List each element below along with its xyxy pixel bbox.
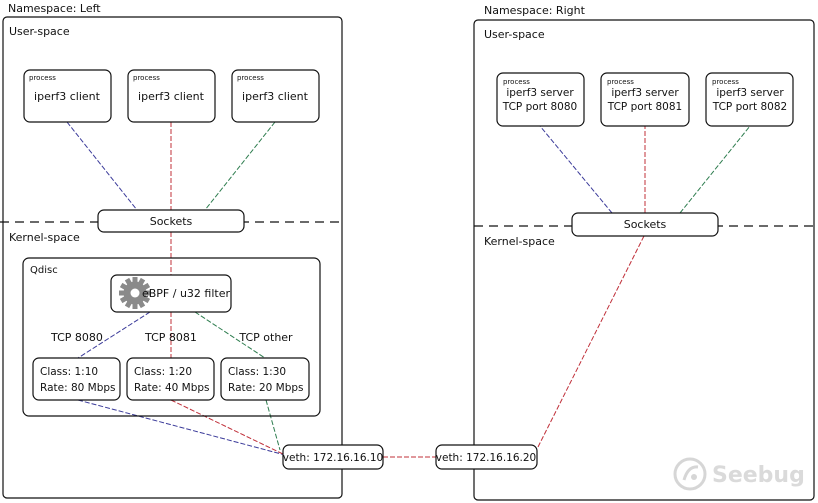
class-box-2-rect bbox=[126, 357, 215, 401]
left-namespace-frame bbox=[2, 16, 343, 499]
process-name: iperf3 server bbox=[506, 87, 574, 99]
left-sockets-box bbox=[97, 209, 245, 233]
match-label-1: TCP 8080 bbox=[50, 331, 103, 344]
flow-line-sockets-server3 bbox=[679, 125, 751, 214]
left-process-2: process iperf3 client bbox=[127, 69, 216, 123]
right-kernel-space-label: Kernel-space bbox=[484, 235, 555, 248]
process-port: TCP port 8082 bbox=[712, 101, 787, 113]
rate-line: Rate: 40 Mbps bbox=[134, 382, 210, 394]
right-sockets-label: Sockets bbox=[624, 218, 667, 231]
rate-line: Rate: 80 Mbps bbox=[40, 382, 116, 394]
flow-line-class2-veth bbox=[170, 399, 286, 456]
match-label-3: TCP other bbox=[238, 331, 293, 344]
left-user-space-label: User-space bbox=[9, 25, 70, 38]
match-label-2: TCP 8081 bbox=[144, 331, 197, 344]
process-tag: process bbox=[503, 78, 530, 86]
process-name: iperf3 client bbox=[34, 90, 101, 103]
class-line: Class: 1:20 bbox=[134, 366, 192, 378]
right-veth-label: veth: 172.16.16.20 bbox=[436, 452, 536, 464]
watermark-text: Seebug bbox=[712, 463, 805, 488]
right-process-1-box bbox=[496, 72, 585, 127]
process-port: TCP port 8081 bbox=[607, 101, 682, 113]
class-box-2: Class: 1:20 Rate: 40 Mbps bbox=[126, 357, 215, 401]
left-namespace-title: Namespace: Left bbox=[8, 2, 101, 15]
process-tag: process bbox=[237, 74, 264, 82]
right-process-3: process iperf3 server TCP port 8082 bbox=[705, 72, 794, 127]
flow-line-client1-sockets bbox=[66, 121, 138, 211]
qdisc-box bbox=[22, 257, 321, 417]
seebug-watermark: Seebug bbox=[673, 457, 805, 491]
right-process-2: process iperf3 server TCP port 8081 bbox=[600, 72, 690, 127]
process-tag: process bbox=[133, 74, 160, 82]
flow-line-sockets-server1 bbox=[539, 125, 613, 214]
left-process-3: process iperf3 client bbox=[231, 69, 320, 123]
right-veth-box bbox=[435, 444, 538, 470]
flow-line-class3-veth bbox=[265, 399, 281, 451]
qdisc-title: Qdisc bbox=[30, 265, 58, 276]
flow-line-client3-sockets bbox=[204, 121, 276, 211]
flow-line-filter-class1 bbox=[77, 311, 151, 359]
flow-line-veth-right-sockets bbox=[537, 235, 645, 448]
process-name: iperf3 client bbox=[138, 90, 205, 103]
gear-icon bbox=[119, 277, 151, 309]
right-sockets-box bbox=[571, 212, 719, 237]
right-process-2-box bbox=[600, 72, 690, 127]
left-sockets-label: Sockets bbox=[150, 215, 193, 228]
process-tag: process bbox=[29, 74, 56, 82]
left-process-1-box bbox=[23, 69, 112, 123]
left-process-1: process iperf3 client bbox=[23, 69, 112, 123]
left-process-3-box bbox=[231, 69, 320, 123]
left-veth-box bbox=[282, 444, 384, 470]
left-veth-label: veth: 172.16.16.10 bbox=[283, 452, 383, 464]
rate-line: Rate: 20 Mbps bbox=[228, 382, 304, 394]
right-user-space-label: User-space bbox=[484, 28, 545, 41]
right-namespace-title: Namespace: Right bbox=[484, 4, 586, 17]
class-box-1: Class: 1:10 Rate: 80 Mbps bbox=[32, 357, 121, 401]
class-box-3-rect bbox=[220, 357, 310, 401]
process-tag: process bbox=[712, 78, 739, 86]
flow-lines bbox=[66, 121, 751, 458]
class-line: Class: 1:10 bbox=[40, 366, 98, 378]
right-process-1: process iperf3 server TCP port 8080 bbox=[496, 72, 585, 127]
class-box-3: Class: 1:30 Rate: 20 Mbps bbox=[220, 357, 310, 401]
left-process-2-box bbox=[127, 69, 216, 123]
filter-label: eBPF / u32 filter bbox=[142, 287, 231, 300]
flow-line-class1-veth bbox=[77, 399, 286, 456]
process-tag: process bbox=[607, 78, 634, 86]
left-kernel-space-label: Kernel-space bbox=[9, 231, 80, 244]
class-line: Class: 1:30 bbox=[228, 366, 286, 378]
process-name: iperf3 server bbox=[611, 87, 679, 99]
right-namespace-frame bbox=[473, 19, 815, 501]
class-box-1-rect bbox=[32, 357, 121, 401]
process-port: TCP port 8080 bbox=[502, 101, 577, 113]
process-name: iperf3 server bbox=[716, 87, 784, 99]
seebug-logo-icon bbox=[673, 457, 707, 491]
right-process-3-box bbox=[705, 72, 794, 127]
process-name: iperf3 client bbox=[242, 90, 309, 103]
